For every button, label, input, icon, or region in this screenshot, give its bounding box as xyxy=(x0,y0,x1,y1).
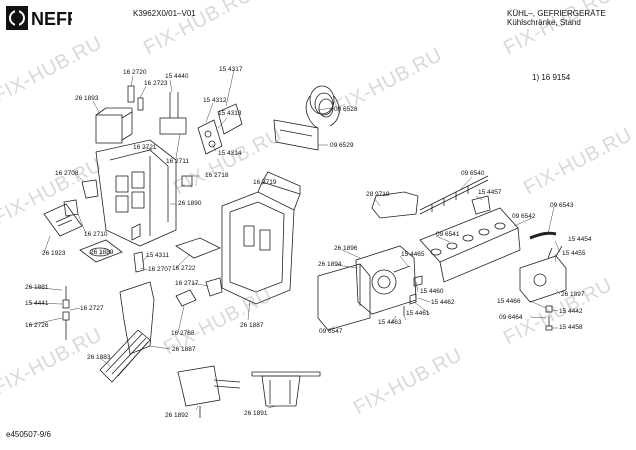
part-label: 15 4457 xyxy=(478,189,502,196)
part-label: 15 4465 xyxy=(401,251,425,258)
part-label: 16 2727 xyxy=(80,305,104,312)
part-label: 26 1893 xyxy=(75,95,99,102)
part-label: 26 1923 xyxy=(42,250,66,257)
category: KÜHL–, GEFRIERGERÄTE xyxy=(507,9,606,18)
part-label: 15 4460 xyxy=(420,288,444,295)
part-label: 16 2711 xyxy=(166,158,190,165)
part-label: 26 1897 xyxy=(561,291,585,298)
part-label: 15 4458 xyxy=(559,324,583,331)
part-label: 26 1890 xyxy=(178,200,202,207)
part-label: 15 4440 xyxy=(165,73,189,80)
part-label: 26 1887 xyxy=(172,346,196,353)
part-label: 09 6540 xyxy=(461,170,485,177)
part-label: 09 6541 xyxy=(436,231,460,238)
part-label: 16 2708 xyxy=(55,170,79,177)
part-label: 16 2723 xyxy=(144,80,168,87)
part-label: 16 2768 xyxy=(171,330,195,337)
part-label: 09 6529 xyxy=(330,142,354,149)
footnote: 1) 16 9154 xyxy=(532,73,571,82)
part-label: 09 6547 xyxy=(319,328,343,335)
part-label: 15 4462 xyxy=(431,299,455,306)
part-label: 09 6464 xyxy=(499,314,523,321)
part-label: 16 2726 xyxy=(25,322,49,329)
drawing-id: e450507-9/6 xyxy=(6,430,51,439)
part-label: 15 4441 xyxy=(25,300,49,307)
part-label: 26 1896 xyxy=(334,245,358,252)
part-label: 15 4317 xyxy=(219,66,243,73)
part-label: 16 2718 xyxy=(205,172,229,179)
part-label: 16 2707 xyxy=(148,266,172,273)
part-label: 16 2722 xyxy=(172,265,196,272)
part-label: 26 1891 xyxy=(244,410,268,417)
part-label: 26 1881 xyxy=(25,284,49,291)
part-label: 28 9719 xyxy=(366,191,390,198)
part-label: 15 4466 xyxy=(497,298,521,305)
part-label: 26 1883 xyxy=(87,354,111,361)
part-label: 15 4442 xyxy=(559,308,583,315)
brand-logo: NEFF xyxy=(6,6,78,30)
part-label: 26 1887 xyxy=(240,322,264,329)
part-label: 15 4312 xyxy=(203,97,227,104)
part-label: 26 1894 xyxy=(318,261,342,268)
part-label: 09 6542 xyxy=(512,213,536,220)
part-label: 16 2720 xyxy=(123,69,147,76)
part-label: 15 4313 xyxy=(218,110,242,117)
subcategory: Kühlschränke, Stand xyxy=(507,18,581,27)
part-label: 16 2710 xyxy=(84,231,108,238)
part-label: 09 6528 xyxy=(334,106,358,113)
part-label: 15 4314 xyxy=(218,150,242,157)
part-label: 16 2719 xyxy=(253,179,277,186)
part-label: 09 6543 xyxy=(550,202,574,209)
part-label: 16 2721 xyxy=(133,144,157,151)
part-label: 16 2717 xyxy=(175,280,199,287)
part-label: 15 4461 xyxy=(406,310,430,317)
svg-text:NEFF: NEFF xyxy=(31,9,72,29)
part-label: 15 4454 xyxy=(568,236,592,243)
part-label: 26 1892 xyxy=(165,412,189,419)
part-label: 15 4311 xyxy=(146,252,170,259)
part-label: 15 4455 xyxy=(562,250,586,257)
part-label: 26 1889 xyxy=(90,249,114,256)
part-label: 15 4463 xyxy=(378,319,402,326)
model-number: K3962X0/01–V01 xyxy=(133,9,196,18)
